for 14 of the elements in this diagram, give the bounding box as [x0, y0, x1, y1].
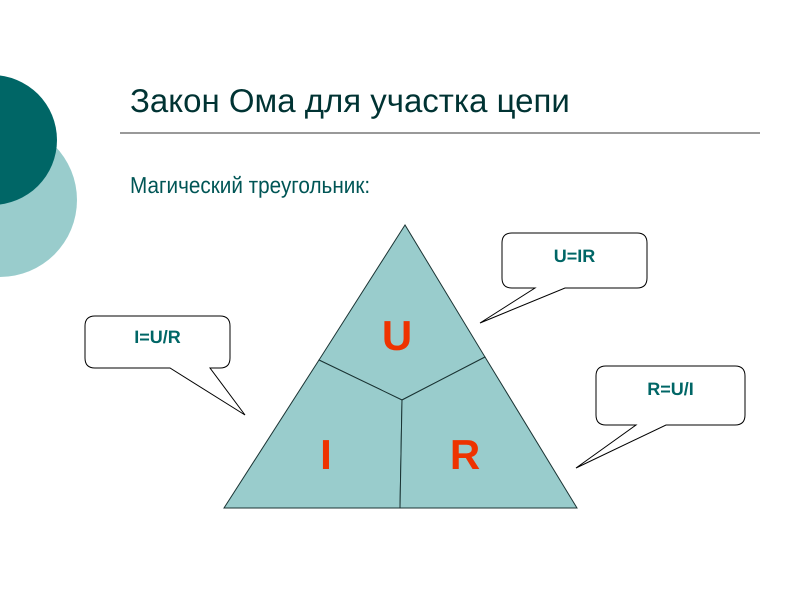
subtitle-text: Магический треугольник: — [130, 172, 370, 199]
formula-text: U=IR — [552, 247, 596, 265]
slide-title: Закон Ома для участка цепи — [130, 82, 570, 120]
triangle-section — [224, 360, 402, 508]
speech-bubble — [85, 316, 245, 415]
quantity-symbol: U — [382, 315, 412, 357]
formula-text: I=U/R — [133, 328, 182, 346]
formula-text: R=U/I — [646, 380, 695, 398]
triangle-section — [319, 225, 485, 400]
speech-bubble — [576, 366, 745, 468]
quantity-symbol: R — [450, 434, 480, 476]
quantity-symbol: I — [320, 434, 332, 476]
triangle-section — [400, 357, 577, 508]
speech-bubble — [480, 233, 647, 323]
